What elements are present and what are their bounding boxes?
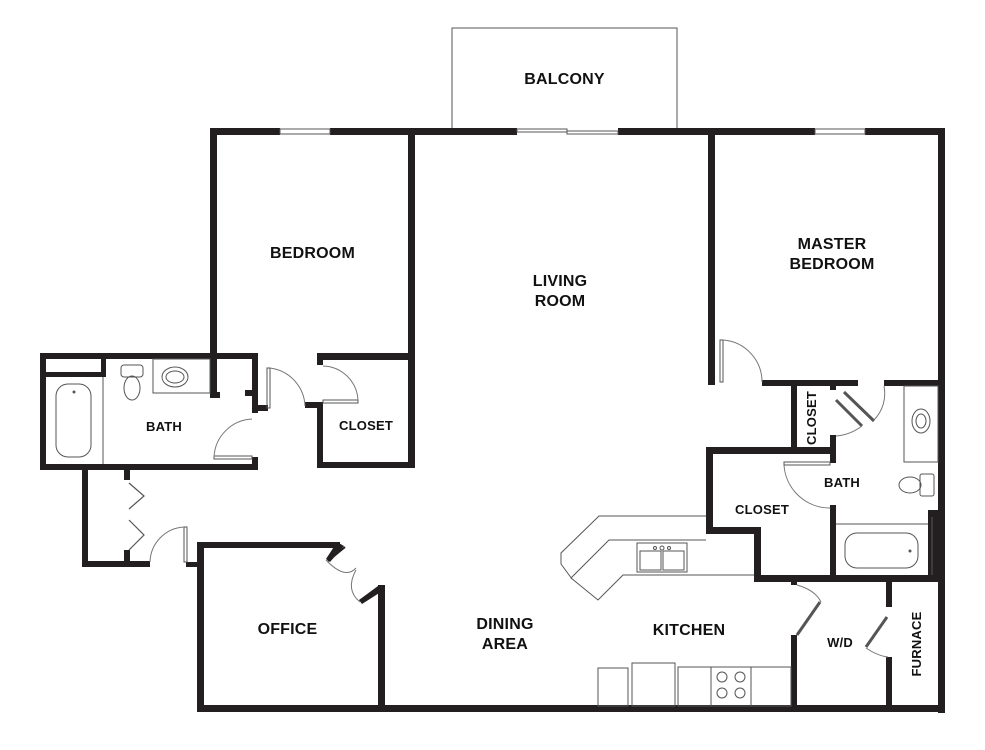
room-label-bedroom: BEDROOM <box>270 245 355 262</box>
master-bedroom-line2: BEDROOM <box>789 256 875 273</box>
door-swings <box>128 339 889 658</box>
room-label-bath-left: BATH <box>146 419 182 434</box>
balcony-outline <box>451 27 678 130</box>
room-label-kitchen: KITCHEN <box>652 622 726 639</box>
room-label-master-bedroom: MASTER BEDROOM <box>768 235 896 275</box>
room-label-furnace: FURNACE <box>909 611 924 677</box>
room-label-closet-walkin: CLOSET <box>735 502 789 517</box>
room-label-wd: W/D <box>827 635 853 650</box>
master-bedroom-line1: MASTER <box>797 236 867 253</box>
dining-area-line2: AREA <box>481 636 529 653</box>
dining-area-line1: DINING <box>476 616 534 633</box>
kitchen-fixtures <box>560 515 792 707</box>
master-bath-fixtures <box>836 385 939 575</box>
room-label-dining-area: DINING AREA <box>455 615 555 655</box>
room-label-bath-master: BATH <box>824 475 860 490</box>
office-doors <box>325 542 384 604</box>
room-label-closet-master-small: CLOSET <box>804 391 819 445</box>
interior-walls <box>40 128 944 712</box>
exterior-walls <box>197 128 945 713</box>
room-label-office: OFFICE <box>257 621 318 638</box>
room-label-living-room: LIVING ROOM <box>500 272 620 312</box>
windows <box>279 128 866 135</box>
living-room-line1: LIVING <box>532 273 588 290</box>
living-room-line2: ROOM <box>534 293 586 310</box>
room-label-balcony: BALCONY <box>524 71 605 88</box>
left-bath-fixtures <box>55 358 211 464</box>
room-label-closet-left: CLOSET <box>339 418 393 433</box>
